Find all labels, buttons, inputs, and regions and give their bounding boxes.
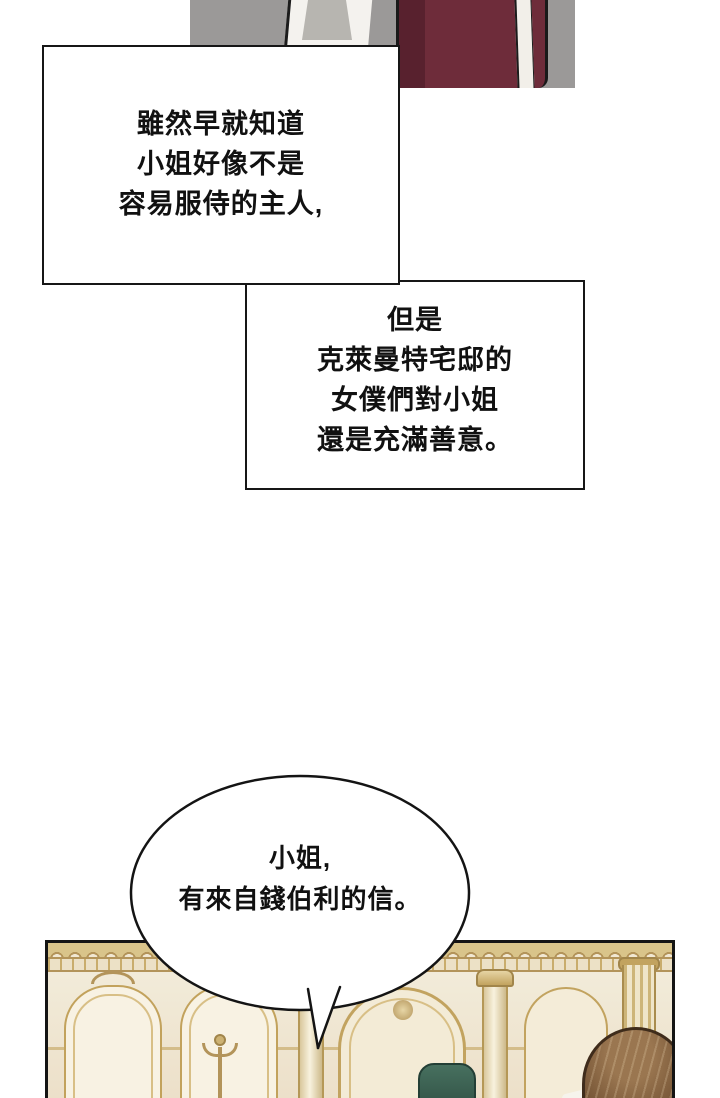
speech-line: 小姐, — [268, 843, 332, 873]
narration-line: 克萊曼特宅邸的 — [317, 345, 513, 375]
narration-line: 雖然早就知道 — [137, 109, 305, 139]
narration-line: 容易服侍的主人, — [118, 189, 324, 219]
narration-line: 還是充滿善意。 — [317, 425, 513, 455]
arch-medallion — [393, 1000, 413, 1020]
narration-line: 但是 — [387, 305, 443, 335]
speech-line: 有來自錢伯利的信。 — [178, 884, 422, 914]
capital-right — [476, 969, 514, 987]
figure-jacket — [396, 0, 548, 88]
door-panel-1 — [64, 985, 162, 1098]
speech-bubble-tail-edge-left — [306, 987, 320, 1050]
narration-text-1: 雖然早就知道 小姐好像不是 容易服侍的主人, — [44, 47, 398, 224]
narration-text-2: 但是 克萊曼特宅邸的 女僕們對小姐 還是充滿善意。 — [247, 282, 583, 460]
speech-bubble-tail-edge-right — [316, 985, 342, 1050]
speech-bubble — [129, 774, 471, 1050]
speech-bubble-body — [129, 774, 471, 1012]
candelabra-stem — [218, 1047, 222, 1098]
candelabra-finial — [214, 1034, 226, 1046]
narration-box-2: 但是 克萊曼特宅邸的 女僕們對小姐 還是充滿善意。 — [245, 280, 585, 490]
jacket-shirt-opening — [514, 0, 535, 88]
narration-box-1: 雖然早就知道 小姐好像不是 容易服侍的主人, — [42, 45, 400, 285]
teal-chair — [418, 1063, 476, 1098]
character-hair — [582, 1027, 672, 1098]
center-arch-inner — [349, 998, 455, 1098]
pilaster-right — [482, 971, 508, 1098]
narration-line: 女僕們對小姐 — [331, 385, 499, 415]
figure-collar — [302, 0, 352, 40]
narration-line: 小姐好像不是 — [137, 149, 305, 179]
door-panel-1-inner — [73, 994, 153, 1098]
jacket-shadow-fold — [399, 0, 425, 88]
speech-bubble-text: 小姐, 有來自錢伯利的信。 — [130, 838, 470, 920]
